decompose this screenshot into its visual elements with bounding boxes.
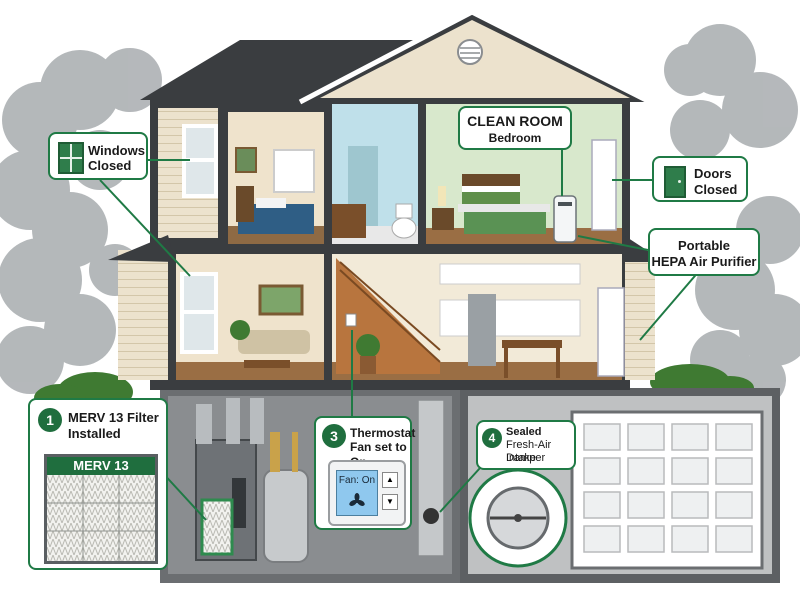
temp-down-button[interactable]: ▼ (382, 494, 398, 510)
door-icon (664, 166, 686, 198)
filter-brand-label: MERV 13 (47, 457, 155, 475)
filter-pleats (47, 475, 155, 561)
merv13-filter-illustration: MERV 13 (44, 454, 158, 564)
damper-label-line1: Sealed (506, 426, 542, 438)
callout-thermostat: 3 Thermostat Fan set to On Fan: On ▲ ▼ (314, 416, 416, 530)
doors-label-line2: Closed (694, 182, 738, 197)
upstairs-bathroom (332, 104, 418, 244)
step-badge-1: 1 (38, 408, 62, 432)
callout-merv13-filter: 1 MERV 13 Filter Installed MERV 13 (28, 398, 168, 570)
upstairs-bedroom-small (228, 112, 324, 244)
damper-label-line3: Damper (506, 452, 546, 464)
damper-label-line2: Fresh-Air Intake (506, 439, 552, 464)
callout-hepa-purifier: Portable HEPA Air Purifier (648, 228, 760, 276)
filter-label-line1: MERV 13 Filter (68, 410, 159, 425)
window-icon (58, 142, 84, 174)
damper-closeup (468, 468, 568, 568)
temp-up-button[interactable]: ▲ (382, 472, 398, 488)
callout-windows-closed: Windows Closed (48, 132, 148, 180)
garage-door (570, 410, 764, 570)
wall-thermostat (345, 313, 357, 327)
doors-label-line1: Doors (694, 166, 732, 181)
windows-label-line1: Windows (88, 143, 145, 158)
exterior-window-upper (182, 124, 218, 198)
clean-room-subtitle: Bedroom (488, 131, 542, 145)
fan-icon (349, 493, 365, 506)
furnace-filter-slot (200, 498, 234, 556)
purifier-label-line2: HEPA Air Purifier (651, 254, 757, 269)
attic-vent (457, 39, 483, 65)
callout-clean-room: CLEAN ROOM Bedroom (458, 106, 572, 150)
step-badge-3: 3 (322, 424, 346, 448)
clean-room-title: CLEAN ROOM (467, 113, 563, 129)
purifier-label-line1: Portable (677, 238, 730, 253)
filter-label-line2: Installed (68, 426, 121, 441)
callout-sealed-damper: 4 Sealed Fresh-Air Intake Damper (476, 420, 576, 470)
step-badge-4: 4 (482, 428, 502, 448)
thermostat-display-text: Fan: On (338, 475, 376, 486)
bedroom-door (591, 139, 617, 231)
thermostat-screen: Fan: On (336, 470, 378, 516)
water-heater (263, 432, 309, 563)
hepa-purifier (553, 195, 577, 243)
thermostat-device: Fan: On ▲ ▼ (328, 460, 406, 526)
exterior-window-lower (180, 272, 218, 354)
callout-doors-closed: Doors Closed (652, 156, 748, 202)
fresh-air-duct (417, 399, 445, 557)
thermostat-label-line1: Thermostat (350, 426, 416, 440)
stairs-and-kitchen (332, 254, 625, 380)
windows-label-line2: Closed (88, 158, 132, 173)
smoke-right (664, 24, 800, 406)
